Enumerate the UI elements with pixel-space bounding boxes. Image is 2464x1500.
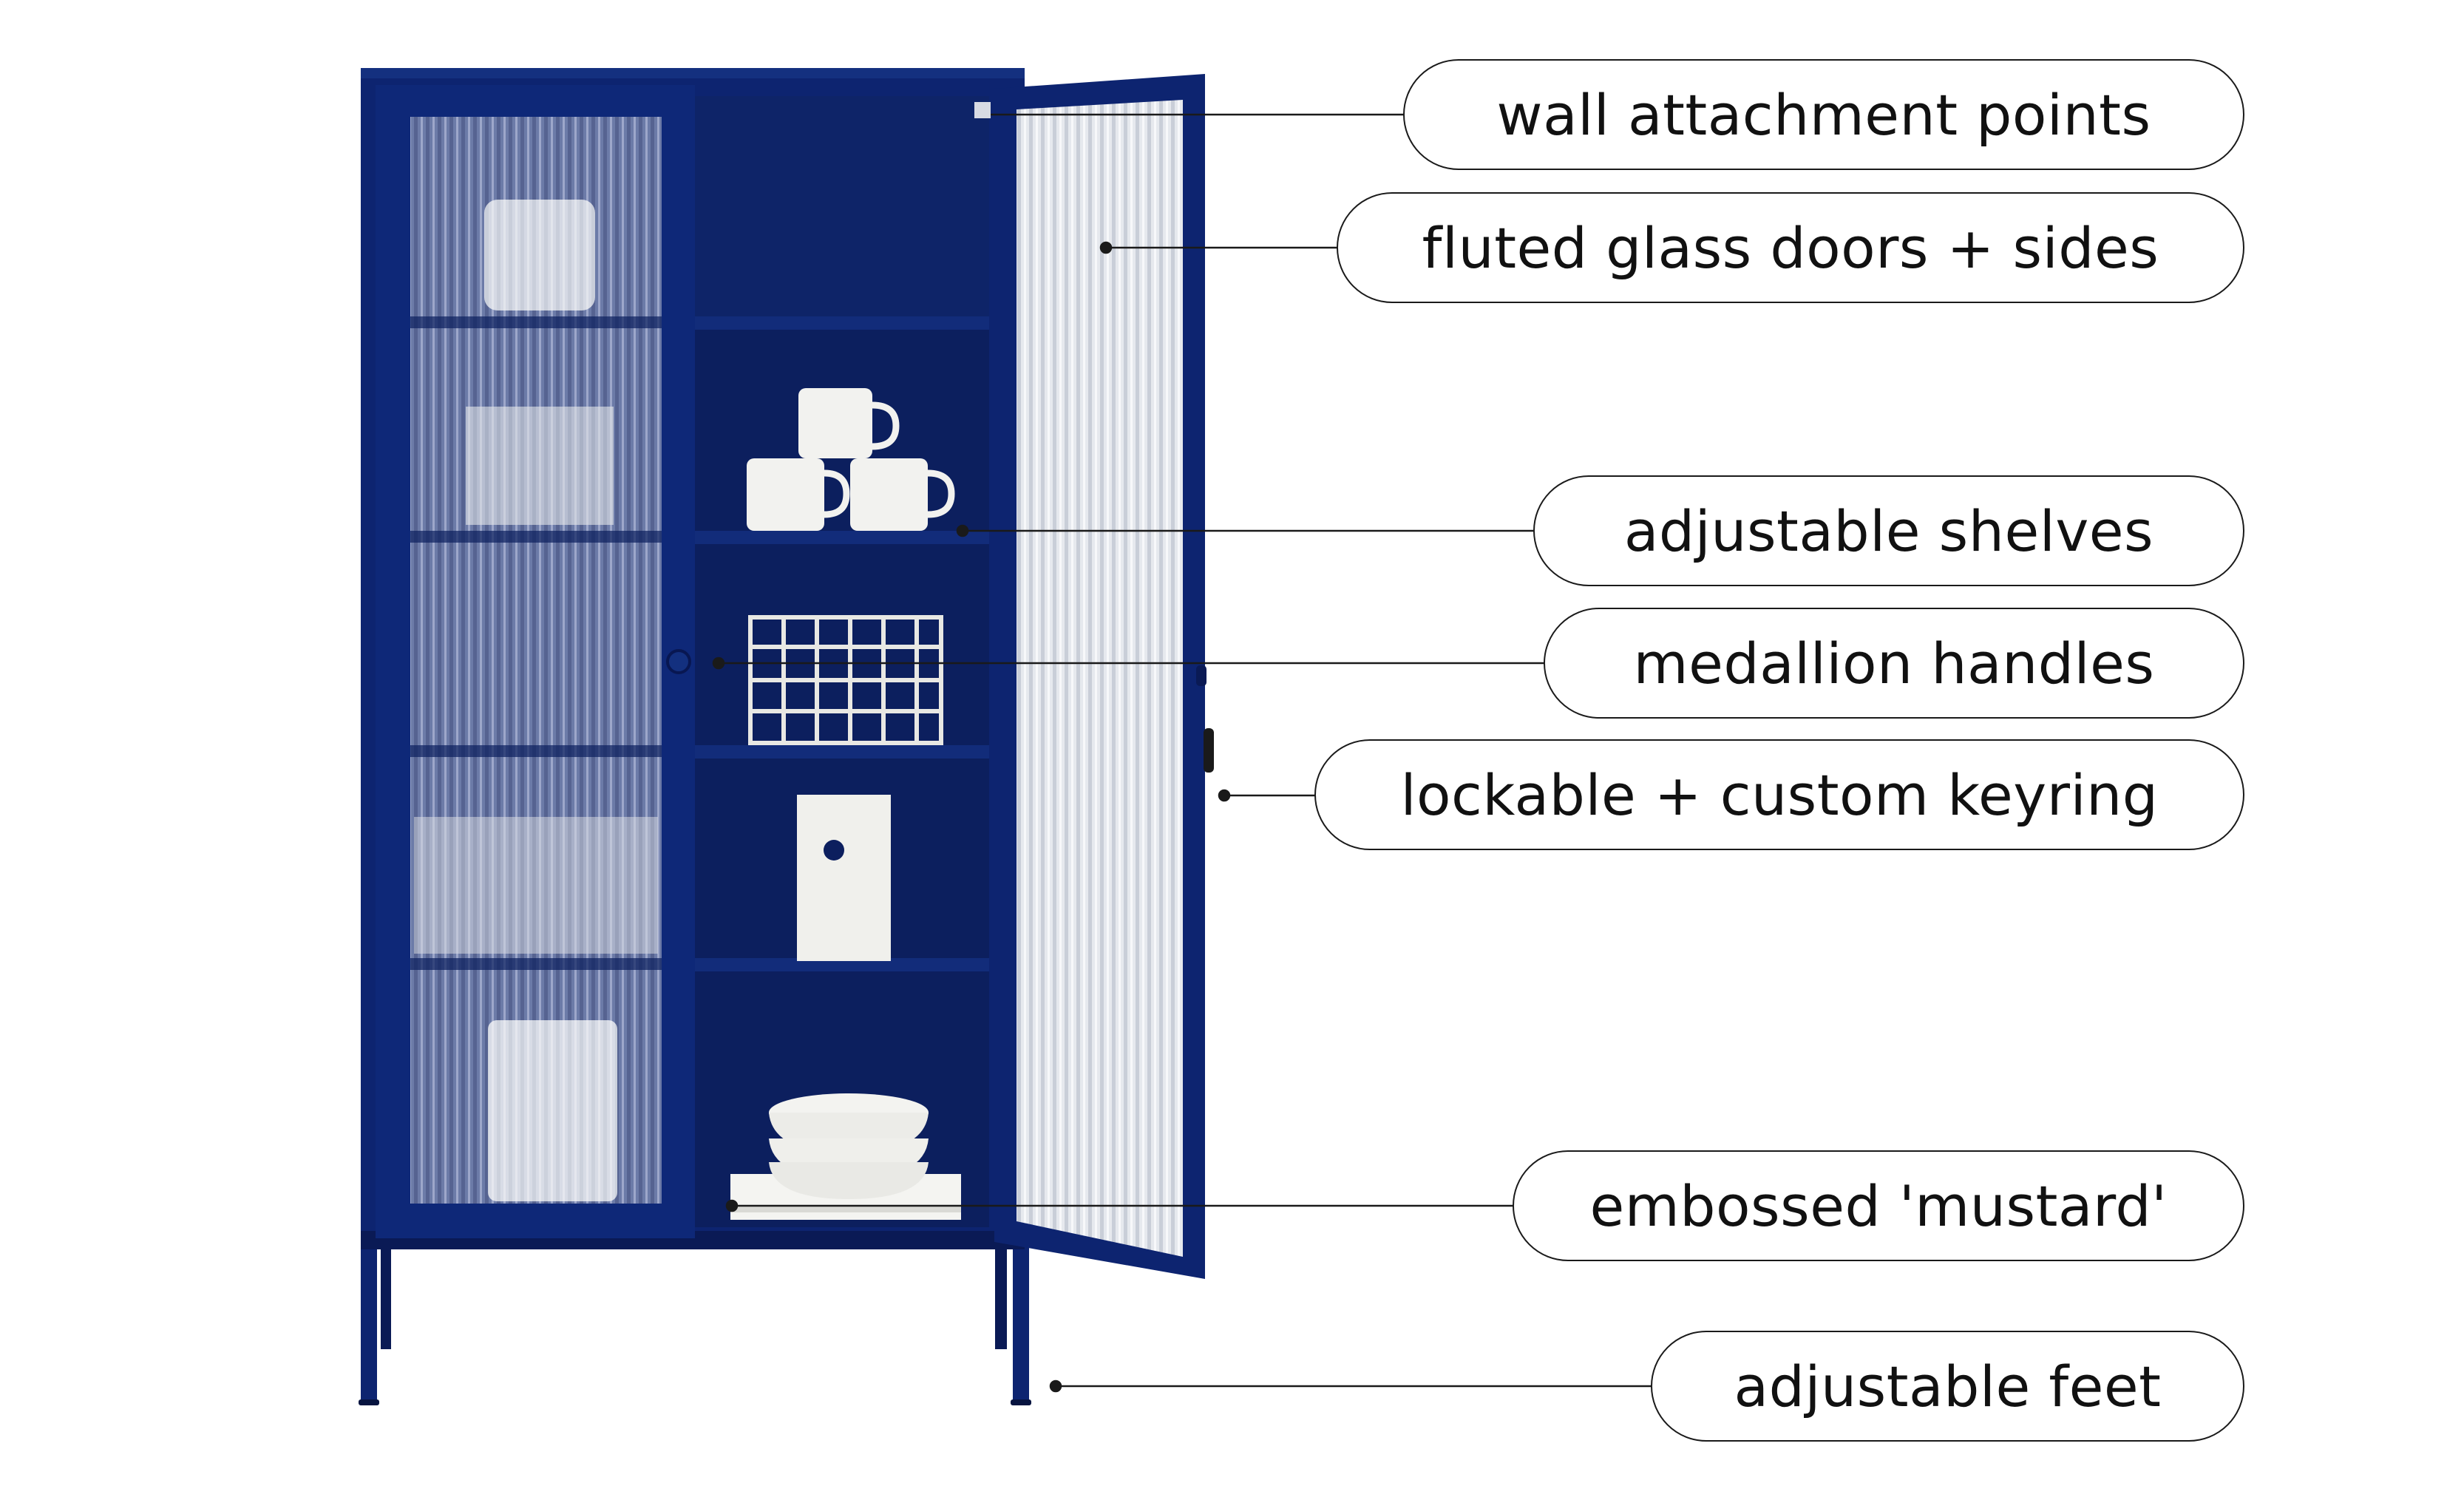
callout-label: adjustable feet (1734, 1353, 2162, 1419)
bowls-and-book (730, 1093, 961, 1220)
dot-marker (725, 1199, 739, 1212)
callout-wall-attachment-points: wall attachment points (1403, 59, 2244, 170)
right-door-glass (1017, 100, 1183, 1257)
callout-label: adjustable shelves (1623, 498, 2154, 564)
dot-marker (1099, 241, 1113, 254)
callout-label: lockable + custom keyring (1400, 761, 2159, 828)
dot-marker (1218, 789, 1231, 802)
wire-basket (748, 615, 943, 745)
shelf (693, 745, 989, 759)
shelf (693, 316, 989, 330)
mug-stack (747, 388, 955, 531)
cabinet-leg-right-front (1013, 1246, 1029, 1402)
callout-embossed-mustard: embossed 'mustard' (1513, 1150, 2244, 1261)
cabinet-leg-left-back (381, 1246, 391, 1349)
callout-label: fluted glass doors + sides (1422, 214, 2159, 281)
callout-medallion-handles: medallion handles (1544, 608, 2244, 719)
callout-label: embossed 'mustard' (1589, 1172, 2168, 1239)
callout-label: medallion handles (1633, 630, 2155, 696)
dot-marker (1049, 1379, 1062, 1393)
dot-marker (956, 524, 969, 537)
shelf (693, 958, 989, 971)
callout-adjustable-feet: adjustable feet (1651, 1331, 2244, 1442)
lock (1204, 728, 1214, 773)
cabinet-leg-left-front (361, 1246, 377, 1402)
callout-lockable-keyring: lockable + custom keyring (1314, 739, 2244, 850)
dot-marker (712, 656, 725, 670)
shelf (693, 531, 989, 544)
callout-label: wall attachment points (1496, 81, 2151, 148)
medallion-handle (666, 649, 691, 674)
cabinet-leg-right-back (995, 1246, 1007, 1349)
callout-fluted-glass-doors: fluted glass doors + sides (1337, 192, 2244, 303)
callout-adjustable-shelves: adjustable shelves (1533, 475, 2244, 586)
